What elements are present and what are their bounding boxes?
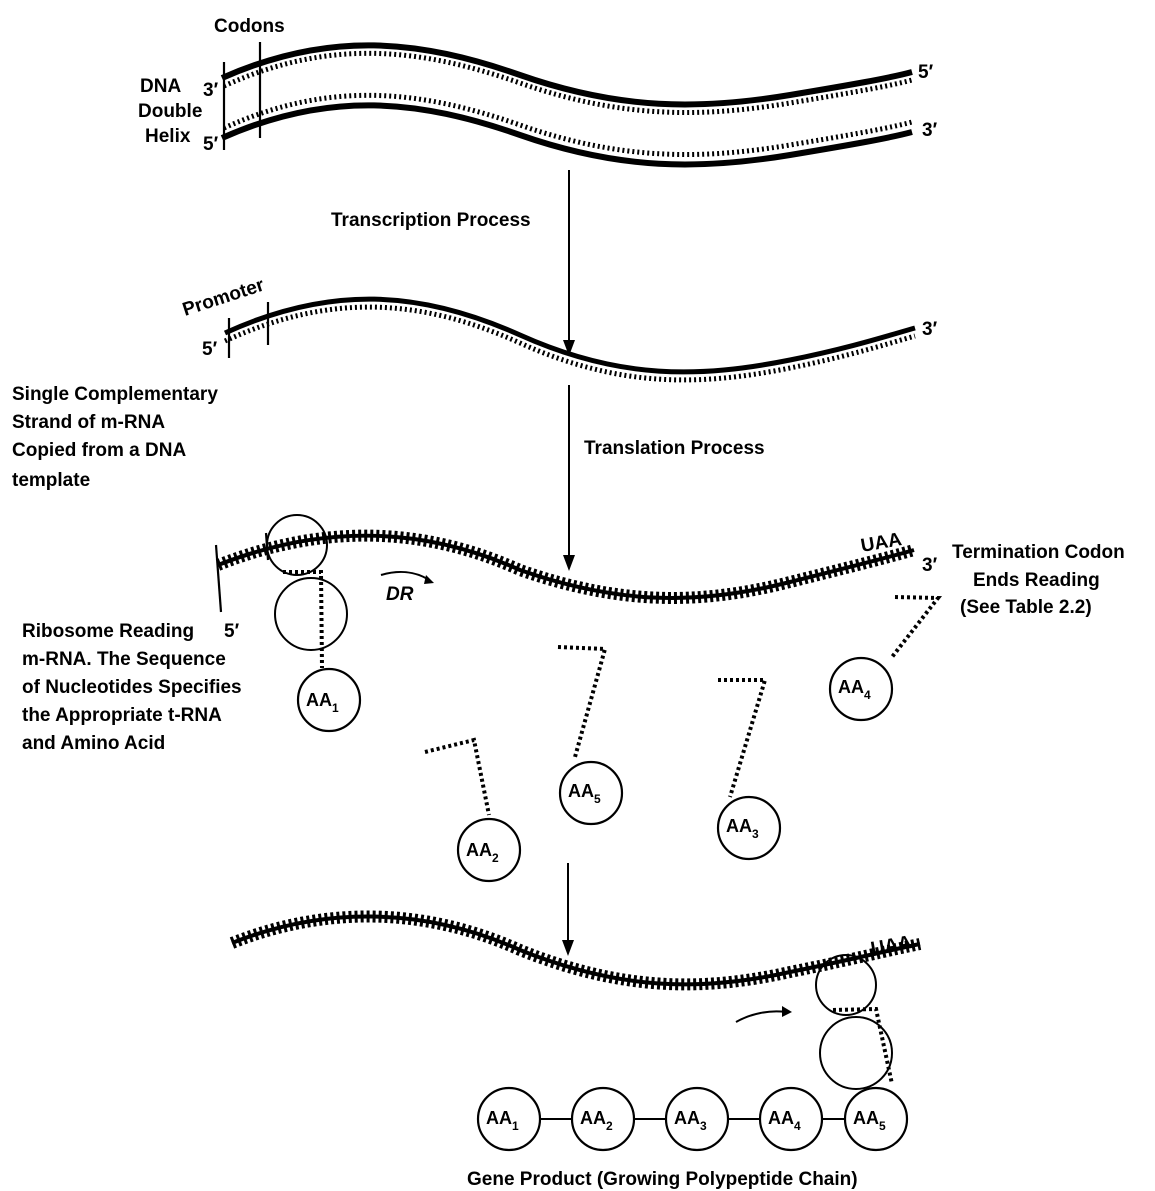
aa4-sub: 4 (864, 688, 871, 702)
chain-aa4-sub: 4 (794, 1119, 801, 1133)
chain-aa1: AA1 (478, 1088, 540, 1150)
direction-of-reading-arrow (381, 572, 434, 584)
ribosome-label-line1: Ribosome Reading (22, 621, 194, 642)
amino-acid-aa1: AA1 (298, 669, 360, 731)
ribosome-label-line5: and Amino Acid (22, 733, 165, 754)
chain-aa3-sub: 3 (700, 1119, 707, 1133)
trna-5: AA5 (558, 647, 622, 824)
termination-label-line1: Termination Codon (952, 542, 1125, 563)
translation-arrow (563, 385, 575, 571)
chain-aa5: AA5 (845, 1088, 907, 1150)
dna-bottom-left-end: 5′ (203, 134, 219, 155)
aa3-sub: 3 (752, 827, 759, 841)
codons-label: Codons (214, 16, 285, 37)
dna-double-helix (222, 42, 912, 165)
aa1-sub: 1 (332, 701, 339, 715)
final-stage-arrow (562, 863, 574, 956)
chain-aa2: AA2 (572, 1088, 634, 1150)
dr-label: DR (386, 584, 414, 605)
promoter-label: Promoter (180, 274, 267, 320)
chain-aa1-sub: 1 (512, 1119, 519, 1133)
aa2-prefix: AA (466, 840, 492, 860)
dna-top-right-end: 5′ (918, 62, 934, 83)
aa4-prefix: AA (838, 677, 864, 697)
termination-label-line3: (See Table 2.2) (960, 597, 1092, 618)
aa3-prefix: AA (726, 816, 752, 836)
aa5-sub: 5 (594, 792, 601, 806)
chain-aa2-prefix: AA (580, 1108, 606, 1128)
mrna-left-end: 5′ (202, 339, 218, 360)
dna-label-line3: Helix (145, 126, 191, 147)
mrna-label-line1: Single Complementary (12, 384, 218, 405)
trna-2: AA2 (425, 740, 520, 881)
ribosome-2-small-subunit (816, 955, 876, 1015)
chain-aa5-prefix: AA (853, 1108, 879, 1128)
chain-aa4: AA4 (760, 1088, 822, 1150)
gene-product-label: Gene Product (Growing Polypeptide Chain) (467, 1169, 858, 1190)
dna-label-line2: Double (138, 101, 202, 122)
chain-aa3: AA3 (666, 1088, 728, 1150)
ribosome-right-end: 3′ (922, 555, 938, 576)
uaa-label-bottom: UAA (869, 932, 913, 960)
chain-aa3-prefix: AA (674, 1108, 700, 1128)
transcription-arrow (563, 170, 575, 356)
mrna-final (232, 916, 920, 984)
ribosome-2 (816, 955, 892, 1089)
dna-bottom-strand (222, 105, 912, 164)
ribosome-label-line4: the Appropriate t-RNA (22, 705, 222, 726)
translation-label: Translation Process (584, 438, 765, 459)
chain-aa1-prefix: AA (486, 1108, 512, 1128)
mrna-right-end: 3′ (922, 319, 938, 340)
trna-4: AA4 (830, 597, 938, 720)
aa2-sub: 2 (492, 851, 499, 865)
dna-bottom-strand-teeth (224, 95, 912, 154)
chain-aa5-sub: 5 (879, 1119, 886, 1133)
termination-label-line2: Ends Reading (973, 570, 1100, 591)
mrna-label-line2: Strand of m-RNA (12, 412, 165, 433)
chain-aa4-prefix: AA (768, 1108, 794, 1128)
chain-aa2-sub: 2 (606, 1119, 613, 1133)
polypeptide-chain: AA1 AA2 AA3 AA4 AA5 (478, 1088, 907, 1150)
dna-bottom-right-end: 3′ (922, 120, 938, 141)
ribosome-large-subunit (275, 578, 347, 650)
transcription-label: Transcription Process (331, 210, 531, 231)
mrna-label-line3: Copied from a DNA (12, 440, 186, 461)
dna-label-line1: DNA (140, 76, 181, 97)
ribosome-movement-arrow (736, 1006, 792, 1022)
mrna-label-line4: template (12, 470, 90, 491)
aa5-prefix: AA (568, 781, 594, 801)
reading-marker-left (216, 545, 221, 612)
trna-3: AA3 (718, 680, 780, 859)
aa1-prefix: AA (306, 690, 332, 710)
dna-top-strand-teeth (224, 53, 912, 112)
dna-top-left-end: 3′ (203, 80, 219, 101)
ribosome-label-line3: of Nucleotides Specifies (22, 677, 242, 698)
ribosome-left-end: 5′ (224, 621, 240, 642)
ribosome-label-line2: m-RNA. The Sequence (22, 649, 226, 670)
